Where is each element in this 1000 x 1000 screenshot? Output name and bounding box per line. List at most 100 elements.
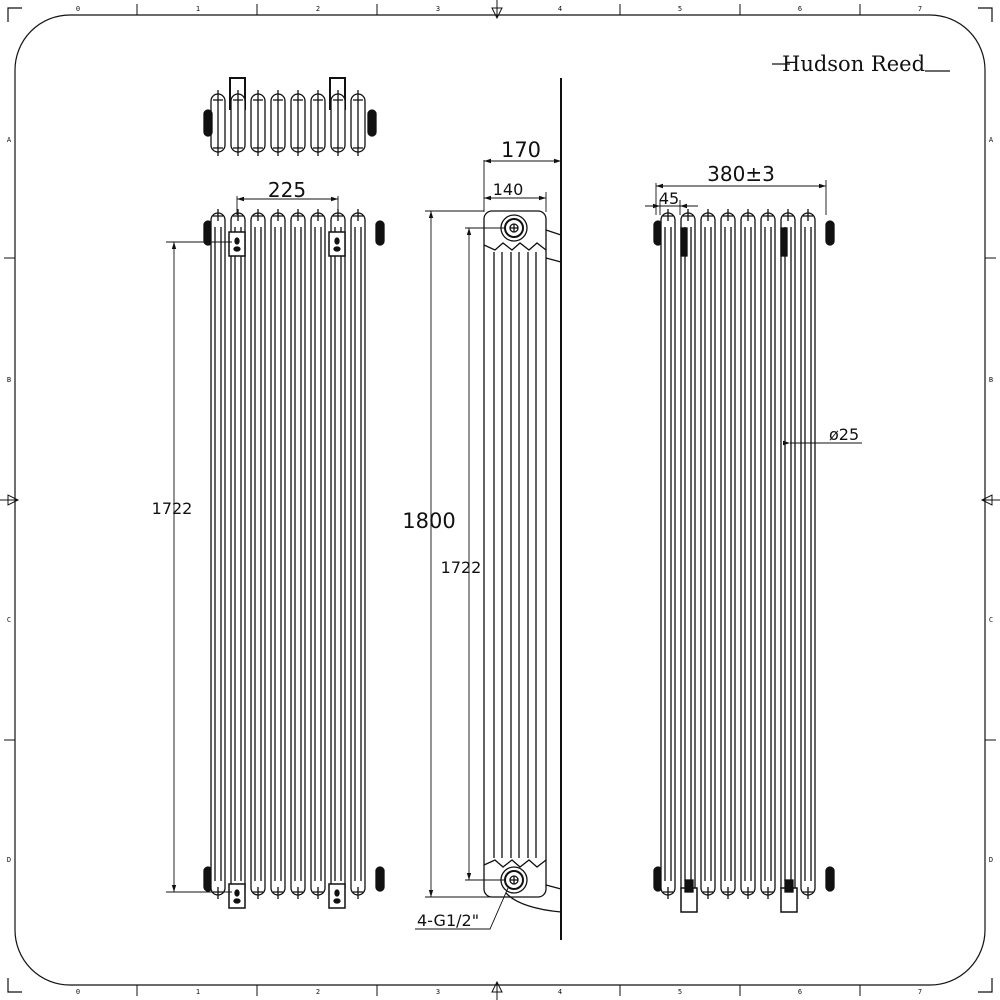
dim-column-pitch: 45	[659, 189, 679, 208]
radiator-column	[330, 212, 346, 896]
dim-height: 1800	[402, 509, 455, 533]
brand-logo: Hudson Reed	[782, 52, 925, 76]
dimension-arrow	[484, 158, 491, 164]
front-view	[203, 209, 385, 909]
column-axis	[333, 90, 343, 156]
rear-view	[653, 209, 835, 913]
grid-column-label: 7	[918, 988, 922, 996]
dimension-arrow	[484, 195, 491, 201]
grid-row-label: B	[989, 376, 993, 384]
side-view	[483, 78, 562, 940]
column-tube	[723, 209, 733, 899]
column-tube	[273, 209, 283, 899]
radiator-column	[250, 212, 266, 896]
bracket-plate	[684, 879, 694, 893]
grid-column-label: 7	[918, 5, 922, 13]
radiator-column	[740, 212, 756, 896]
column-axis	[293, 90, 303, 156]
grid-column-label: 6	[798, 988, 802, 996]
column-axis	[253, 90, 263, 156]
column-tube	[703, 209, 713, 899]
dimension-arrow	[466, 873, 472, 880]
dimension-arrow	[656, 183, 663, 189]
grid-column-label: 0	[76, 988, 80, 996]
column-axis	[213, 90, 223, 156]
grid-row-label: C	[989, 616, 993, 624]
dimension-arrow	[331, 196, 338, 202]
bracket-hole	[333, 246, 341, 252]
bracket-hole	[233, 898, 241, 904]
column-axis	[233, 90, 243, 156]
radiator-column	[290, 212, 306, 896]
dimension-arrow	[653, 203, 660, 209]
radiator-column	[760, 212, 776, 896]
column-tube	[213, 209, 223, 899]
column-axis	[353, 90, 363, 156]
dimension-arrow	[171, 885, 177, 892]
logo-rule	[772, 63, 950, 72]
grid-row-label: A	[7, 136, 12, 144]
grid-column-label: 4	[558, 988, 562, 996]
dimension-arrow	[428, 211, 434, 218]
column-tube	[683, 209, 693, 899]
radiator-column	[270, 212, 286, 896]
top-view	[203, 77, 377, 156]
dim-depth-wall: 170	[501, 138, 541, 162]
column-tube	[743, 209, 753, 899]
dimension-arrow	[680, 203, 687, 209]
dim-connection-height: 1722	[441, 558, 482, 577]
grid-column-label: 1	[196, 988, 200, 996]
dim-depth: 140	[493, 180, 524, 199]
column-tube	[233, 209, 243, 899]
grid-row-label: A	[989, 136, 994, 144]
grid-column-label: 2	[316, 988, 320, 996]
column-tube	[663, 209, 673, 899]
bracket-plate	[784, 879, 794, 893]
radiator-column	[700, 212, 716, 896]
grid-column-label: 3	[436, 988, 440, 996]
grid-column-label: 1	[196, 5, 200, 13]
dim-bracket-height: 1722	[152, 499, 193, 518]
radiator-side-body	[483, 210, 547, 898]
radiator-column	[780, 212, 796, 896]
column-tube	[803, 209, 813, 899]
dim-connections: 4-G1/2"	[417, 911, 479, 930]
bracket-slot	[334, 237, 340, 245]
grid-row-label: D	[7, 856, 11, 864]
grid-column-label: 6	[798, 5, 802, 13]
bracket-hole	[333, 898, 341, 904]
column-tube	[253, 209, 263, 899]
dimensions	[166, 160, 862, 930]
grid-row-label: D	[989, 856, 993, 864]
grid-column-label: 5	[678, 988, 682, 996]
end-cap	[825, 220, 835, 246]
radiator-column	[720, 212, 736, 896]
grid-column-label: 3	[436, 5, 440, 13]
radiator-column	[310, 212, 326, 896]
bracket-slot	[334, 889, 340, 897]
grid-column-label: 2	[316, 5, 320, 13]
end-cap	[375, 220, 385, 246]
dimension-arrow	[171, 242, 177, 249]
column-tube	[763, 209, 773, 899]
bracket-slot	[234, 237, 240, 245]
column-axis	[273, 90, 283, 156]
dim-width: 380±3	[707, 162, 775, 186]
dimension-arrow	[428, 890, 434, 897]
dim-tube-diameter: ø25	[829, 425, 859, 444]
end-cap	[367, 109, 377, 137]
grid-row-label: C	[7, 616, 11, 624]
grid-column-label: 0	[76, 5, 80, 13]
radiator-column	[660, 212, 676, 896]
dimension-arrow	[783, 440, 790, 446]
dimension-arrow	[466, 228, 472, 235]
radiator-column	[800, 212, 816, 896]
end-cap	[375, 866, 385, 892]
dimension-arrow	[237, 196, 244, 202]
column-tube	[293, 209, 303, 899]
column-axis	[313, 90, 323, 156]
dim-bracket-spacing: 225	[268, 178, 306, 202]
radiator-column	[230, 212, 246, 896]
